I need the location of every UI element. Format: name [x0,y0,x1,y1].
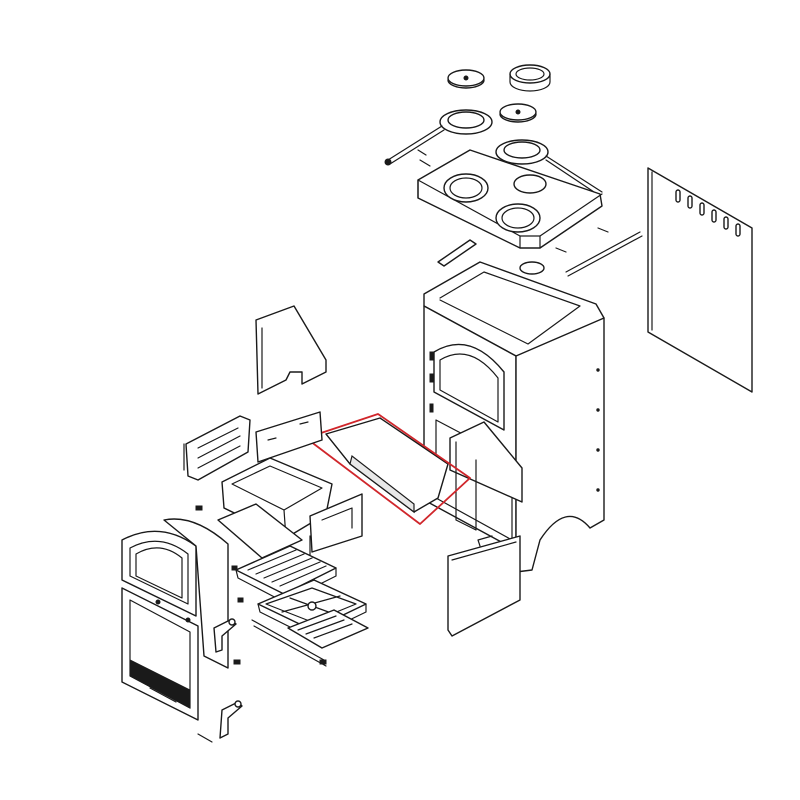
rear-panel [647,167,753,393]
firebox-back-panel [255,305,327,395]
firebox-door [121,587,199,721]
highlight-outline [305,413,471,525]
bottom-grille-tray [287,609,369,649]
bottom-rods [251,619,327,667]
oven-door [121,530,197,617]
base-plate [217,503,303,559]
cooktop-lid-medium [499,103,537,123]
flue-disc [519,261,545,275]
rail-right-rod [555,227,643,277]
firebox-side-grate [183,415,251,481]
cooktop-lid-small [447,69,485,89]
hinge-pins [195,505,244,665]
cooktop-ring-top [509,64,551,92]
ash-drawer [257,579,367,639]
rear-panel-slots [675,189,741,237]
firebox-rear-grate [255,411,323,463]
cooktop-ring-left-with-handle [384,109,493,166]
lower-door-panel [447,535,521,637]
rail-left [437,239,477,267]
side-bracket [309,493,363,573]
cooktop-plate [417,149,603,249]
firebox-door-handle [197,700,243,743]
stove-body [423,261,605,573]
oven-tray [325,417,449,514]
oven-door-glass [163,518,229,669]
cooktop-ring-right-with-handle [495,139,603,197]
oven-door-handle [213,618,237,653]
